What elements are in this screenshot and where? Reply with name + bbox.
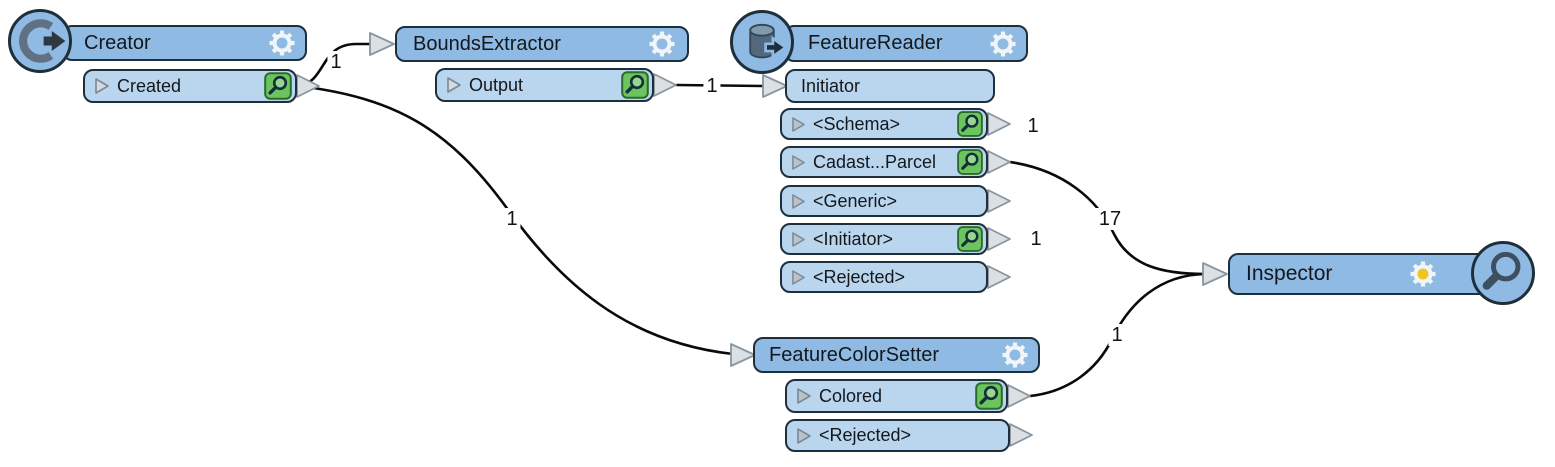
port-count: 1 xyxy=(1024,115,1042,137)
inspect-magnifier-icon[interactable] xyxy=(264,72,292,100)
node-featurereader-header[interactable]: FeatureReader xyxy=(784,25,1028,62)
expand-triangle-icon xyxy=(797,388,811,404)
port-initiator-input[interactable]: Initiator xyxy=(785,69,995,103)
input-arrowhead-icon xyxy=(762,74,788,98)
gear-icon[interactable] xyxy=(1000,340,1030,370)
expand-triangle-icon xyxy=(792,116,805,132)
port-label: <Generic> xyxy=(813,190,898,211)
connection-count: 1 xyxy=(1108,324,1126,346)
connection-count: 1 xyxy=(327,51,345,73)
port-created[interactable]: Created xyxy=(83,69,297,103)
port-generic[interactable]: <Generic> xyxy=(780,185,988,217)
port-label: <Schema> xyxy=(813,113,901,134)
out-arrow-icon[interactable] xyxy=(987,112,1011,136)
port-label: <Rejected> xyxy=(819,425,912,445)
inspector-magnifier-icon[interactable] xyxy=(1471,241,1535,305)
out-arrow-icon[interactable] xyxy=(987,189,1011,213)
connection-count: 1 xyxy=(703,75,721,97)
out-arrow-icon[interactable] xyxy=(296,74,320,98)
out-arrow-icon[interactable] xyxy=(653,73,677,97)
port-count: 1 xyxy=(1027,228,1045,250)
connection-created-to-featurecolorsetter[interactable] xyxy=(297,84,735,356)
creator-icon[interactable] xyxy=(8,9,72,73)
connection-cadastral-to-inspector[interactable] xyxy=(1008,160,1207,276)
node-inspector-header[interactable]: Inspector xyxy=(1228,253,1492,295)
inspect-magnifier-icon[interactable] xyxy=(957,226,983,252)
database-read-icon[interactable] xyxy=(730,10,794,74)
port-label: Cadast...Parcel xyxy=(813,151,937,172)
gear-icon[interactable] xyxy=(647,29,677,59)
port-rejected[interactable]: <Rejected> xyxy=(785,419,1010,452)
input-arrowhead-icon xyxy=(369,32,395,56)
port-output[interactable]: Output xyxy=(435,68,654,102)
gear-icon[interactable] xyxy=(988,29,1018,59)
node-title: Inspector xyxy=(1246,262,1333,285)
port-label: Created xyxy=(117,75,182,96)
node-title: Creator xyxy=(84,31,151,54)
inspect-magnifier-icon[interactable] xyxy=(957,149,983,175)
connection-count: 1 xyxy=(503,208,521,230)
expand-triangle-icon xyxy=(792,269,805,285)
port-label: <Rejected> xyxy=(813,266,906,287)
node-title: FeatureColorSetter xyxy=(769,343,940,366)
node-featurecolorsetter-header[interactable]: FeatureColorSetter xyxy=(753,337,1040,373)
node-title: BoundsExtractor xyxy=(413,32,561,55)
input-arrowhead-icon xyxy=(730,343,756,367)
node-title: FeatureReader xyxy=(808,32,943,54)
port-label: Colored xyxy=(819,385,883,406)
expand-triangle-icon xyxy=(792,231,805,247)
expand-triangle-icon xyxy=(792,193,805,209)
port-cadastral-parcel[interactable]: Cadast...Parcel xyxy=(780,146,988,178)
port-rejected[interactable]: <Rejected> xyxy=(780,261,988,293)
inspect-magnifier-icon[interactable] xyxy=(957,111,983,137)
node-creator-header[interactable]: Creator xyxy=(62,25,307,61)
port-label: <Initiator> xyxy=(813,228,894,249)
port-initiator-output[interactable]: <Initiator> xyxy=(780,223,988,255)
inspect-magnifier-icon[interactable] xyxy=(621,71,649,99)
out-arrow-icon[interactable] xyxy=(987,150,1011,174)
expand-triangle-icon xyxy=(95,78,109,94)
out-arrow-icon[interactable] xyxy=(987,227,1011,251)
port-label: Output xyxy=(469,74,524,95)
expand-triangle-icon xyxy=(447,77,461,93)
port-colored[interactable]: Colored xyxy=(785,379,1008,413)
out-arrow-icon[interactable] xyxy=(1007,384,1031,408)
port-schema[interactable]: <Schema> xyxy=(780,108,988,140)
node-boundsextractor-header[interactable]: BoundsExtractor xyxy=(395,26,689,62)
expand-triangle-icon xyxy=(797,427,811,444)
gear-icon[interactable] xyxy=(267,28,297,58)
port-label: Initiator xyxy=(801,75,861,96)
inspect-magnifier-icon[interactable] xyxy=(975,382,1003,410)
gear-highlighted-icon[interactable] xyxy=(1408,259,1438,289)
connection-count: 17 xyxy=(1095,208,1125,230)
expand-triangle-icon xyxy=(792,154,805,170)
out-arrow-icon[interactable] xyxy=(1009,423,1033,447)
input-arrowhead-icon xyxy=(1202,262,1228,286)
out-arrow-icon[interactable] xyxy=(987,265,1011,289)
